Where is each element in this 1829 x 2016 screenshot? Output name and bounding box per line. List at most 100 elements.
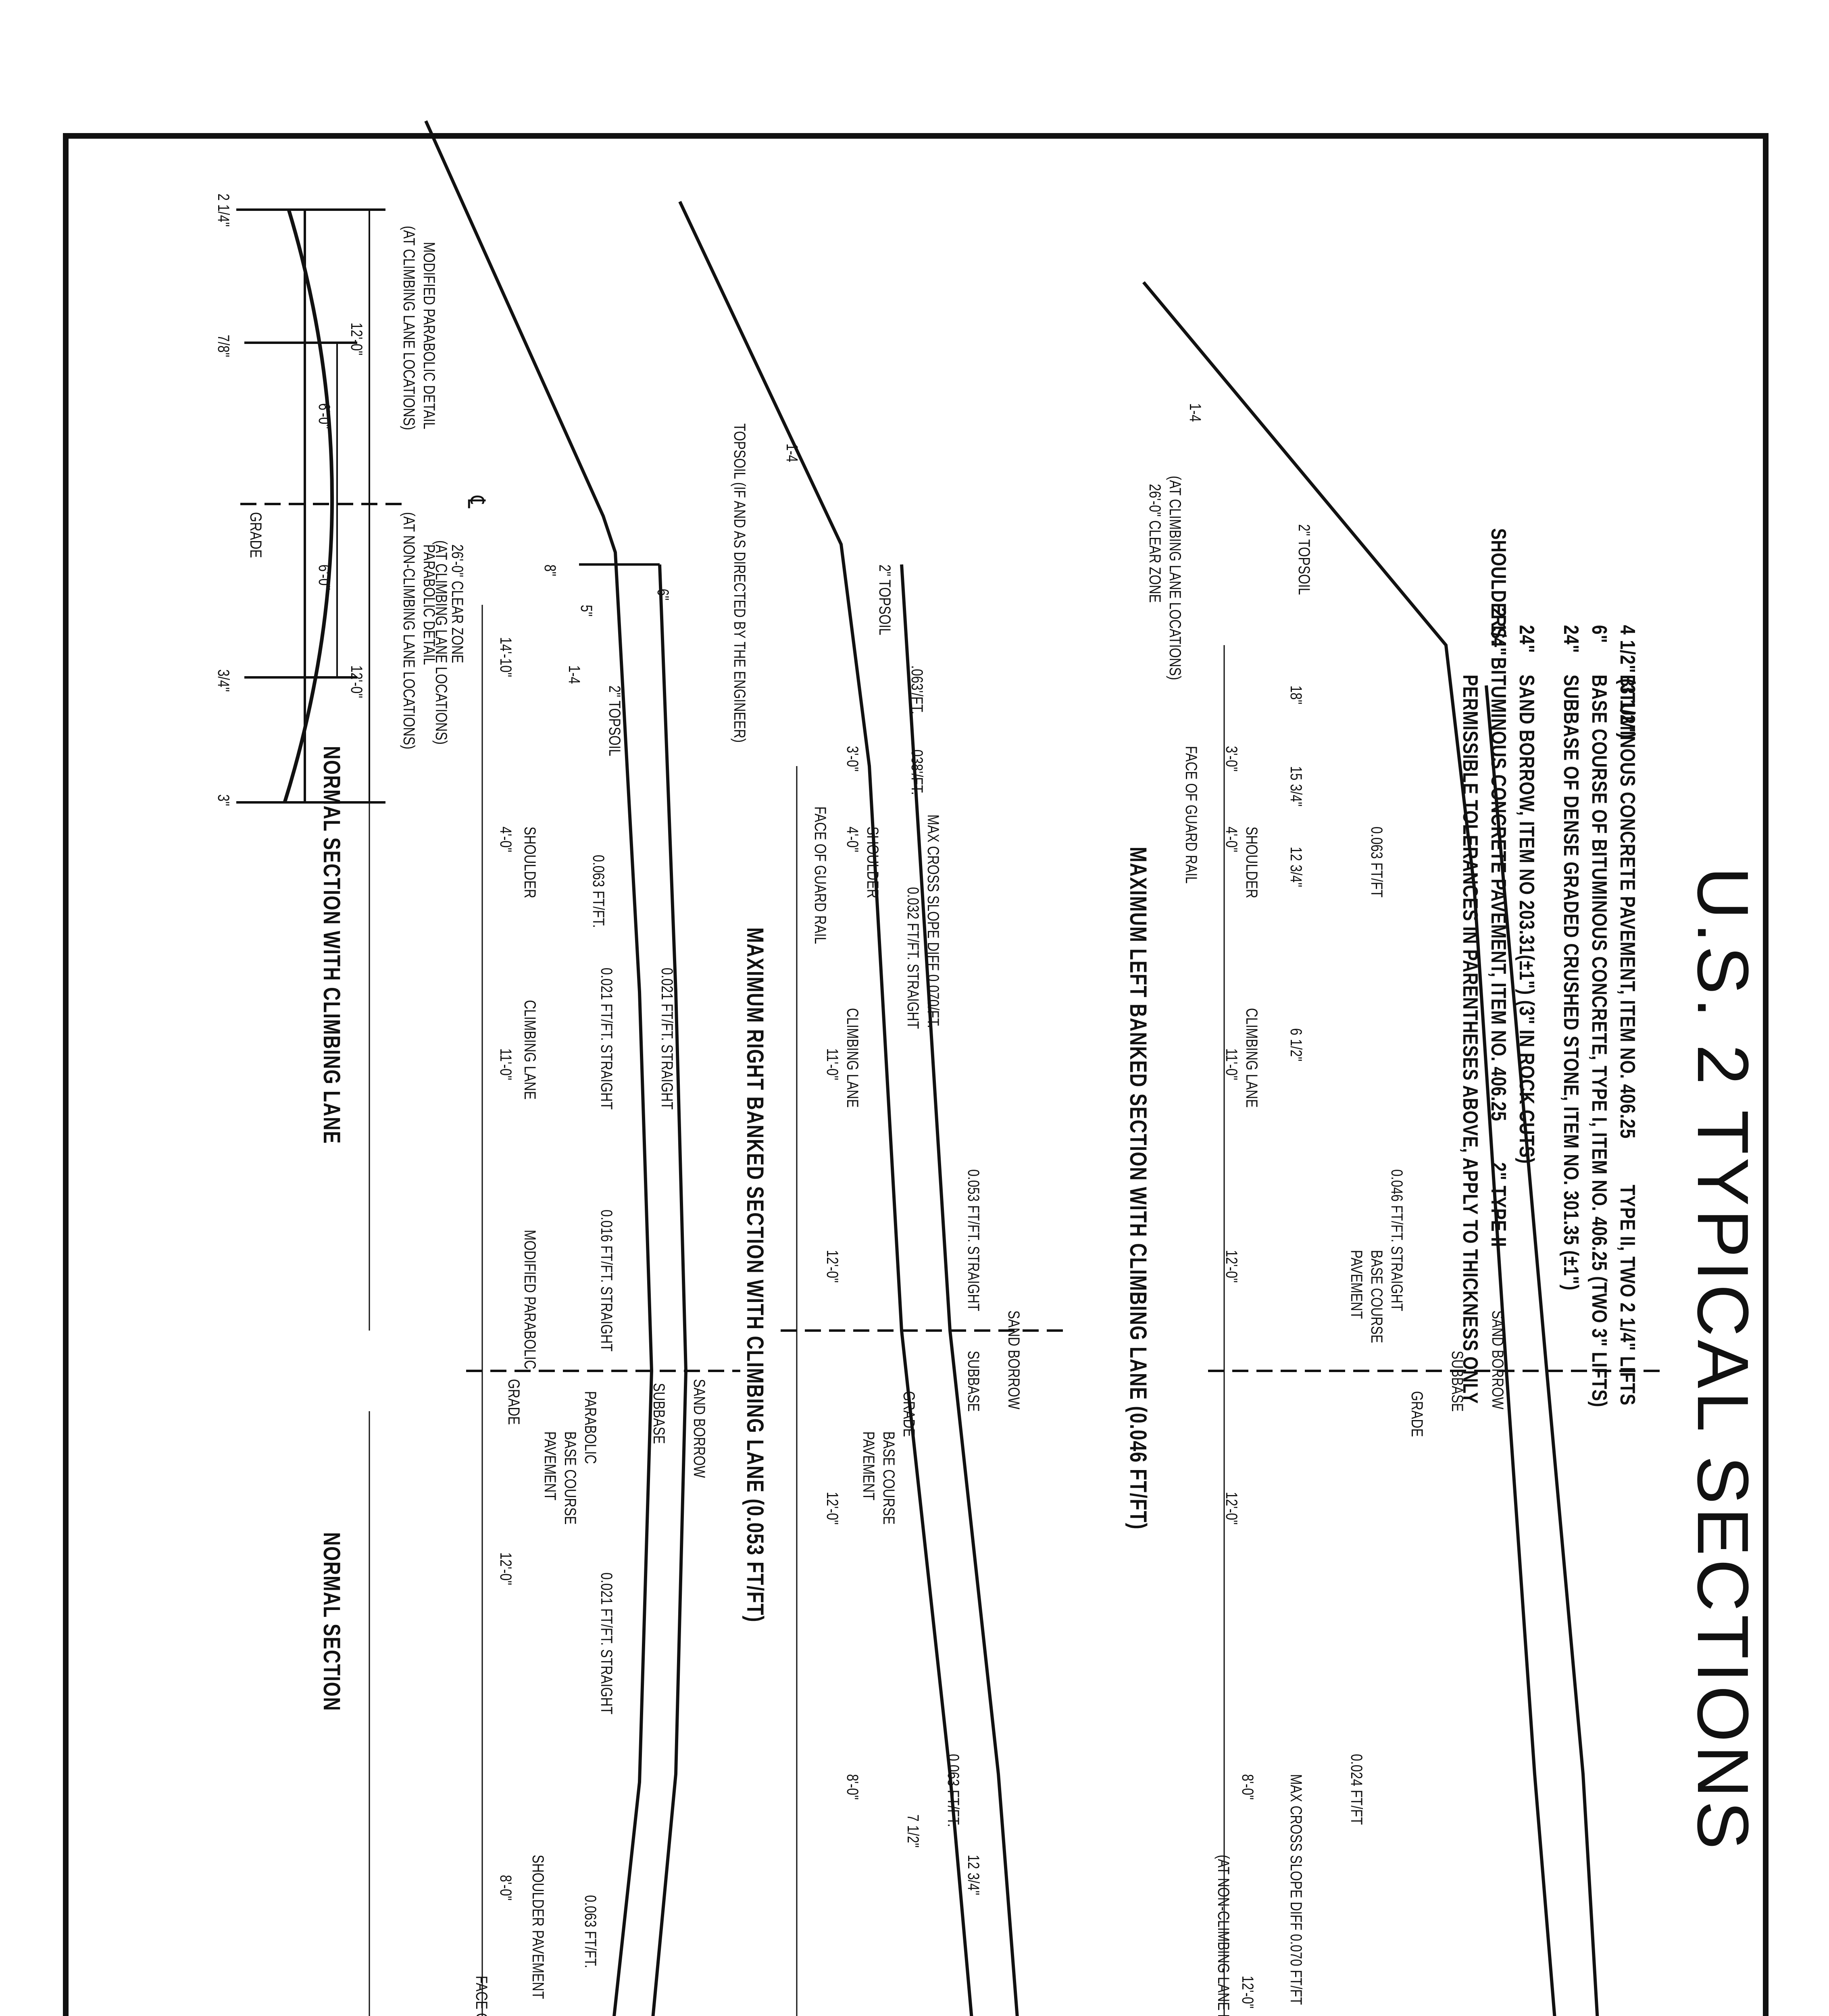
slope-label: .038'/FT. [908, 746, 926, 795]
dim-label: 8'-0" [1239, 1774, 1256, 1800]
base-course-label: BASE COURSE [1368, 1250, 1385, 1343]
dim-label: 11'-0" [1223, 1048, 1240, 1081]
section-title: MAXIMUM LEFT BANKED SECTION WITH CLIMBIN… [1125, 847, 1151, 1530]
dim-label: 3'-0" [844, 746, 861, 772]
slope-ratio: 1-4 [565, 665, 583, 684]
grade-label: GRADE [505, 1379, 523, 1425]
dim-label: 14'-10" [497, 637, 515, 677]
clear-zone-note: (AT CLIMBING LANE LOCATIONS) [1166, 476, 1184, 680]
dim-label: 8'-0" [497, 1875, 515, 1901]
thickness-label: 5" [577, 605, 595, 617]
section-max-left-banked [1142, 281, 1668, 2016]
thickness-label: 6 1/2" [1287, 1028, 1305, 1062]
grade-label: GRADE [900, 1391, 918, 1437]
section-title: NORMAL SECTION WITH CLIMBING LANE [319, 746, 345, 1144]
thickness-label: 8" [541, 564, 559, 577]
dim-label: 12'-0" [1239, 1976, 1256, 2009]
slope-ratio: 1-4 [1186, 403, 1204, 422]
slope-label: 0.063 FT/FT. [581, 1895, 599, 1968]
subbase-label: SUBBASE [1448, 1351, 1466, 1412]
dim-label: 11'-0" [823, 1048, 841, 1081]
topsoil-label: 2" TOPSOIL [876, 564, 894, 635]
slope-label: 0.021 FT/FT. STRAIGHT [598, 968, 615, 1110]
base-course-label: BASE COURSE [880, 1431, 898, 1525]
dim-label: 11'-0" [497, 1048, 515, 1081]
parabolic-detail [232, 208, 402, 804]
slope-label: 0.032 FT/FT. STRAIGHT [904, 887, 922, 1029]
parabolic-label: PARABOLIC [581, 1391, 599, 1464]
dim-label: 3'-0" [1223, 746, 1240, 772]
slope-label: 0.021 FT/FT. STRAIGHT [658, 968, 676, 1110]
thickness-label: 18" [1287, 685, 1305, 704]
lane-label: CLIMBING LANE [1243, 1008, 1260, 1108]
subbase-label: SUBBASE [650, 1383, 668, 1444]
dim-label: 12 3/4" [964, 1855, 982, 1895]
slope-ratio: 1-4 [783, 444, 801, 462]
lane-label: CLIMBING LANE [521, 1000, 539, 1100]
slope-label: .063'/FT. [908, 665, 926, 714]
thickness-label: 12 3/4" [1287, 847, 1305, 887]
centerline-icon: ℄ [463, 496, 490, 508]
dim-label: 12'-0" [1223, 1492, 1240, 1525]
clear-zone-note: (AT CLIMBING LANE LOCATIONS) [432, 540, 450, 745]
section-normal-climbing [295, 120, 740, 2016]
thickness-label: 15 3/4" [1287, 766, 1305, 807]
parabolic-left-sub: (AT CLIMBING LANE LOCATIONS) [400, 226, 418, 430]
dim-label: 12'-0" [497, 1552, 515, 1585]
dim-label: 12'-0" [1223, 1250, 1240, 1283]
parabolic-right-sub: (AT NON-CLIMBING LANE LOCATIONS) [400, 512, 418, 750]
pavement-label: PAVEMENT [541, 1431, 559, 1501]
sand-borrow-label: SAND BORROW [1005, 1310, 1023, 1410]
max-cross-slope-label: MAX CROSS SLOPE DIFF 0.070 FT/FT [1287, 1774, 1305, 2005]
subbase-label: SUBBASE [964, 1351, 982, 1412]
slope-label: 0.063 FT/FT. [590, 855, 607, 928]
section-max-right-banked [678, 201, 1326, 2016]
offset-label: 3" [215, 794, 232, 806]
pavement-label: PAVEMENT [1348, 1250, 1365, 1319]
sand-borrow-label: SAND BORROW [1489, 1310, 1506, 1410]
shoulder-label: SHOULDER [864, 827, 881, 898]
sand-borrow-label: SAND BORROW [690, 1379, 708, 1478]
topsoil-note: TOPSOIL (IF AND AS DIRECTED BY THE ENGIN… [731, 423, 748, 743]
topsoil-label: 2" TOPSOIL [1295, 524, 1313, 595]
slope-label: 0.063 FT/FT [1368, 827, 1385, 898]
clear-zone-label: 26'-0" CLEAR ZONE [1146, 484, 1164, 603]
guard-rail-label: FACE OF GUARD RAIL [472, 1976, 490, 2016]
slope-label: 0.053 FT/FT. STRAIGHT [964, 1169, 982, 1312]
dim-label: 4'-0" [1223, 827, 1240, 852]
offset-label: 7/8" [215, 335, 232, 357]
offset-label: 3/4" [215, 669, 232, 692]
shoulder-label: SHOULDER [1243, 827, 1260, 898]
slope-label: 0.046 FT/FT. STRAIGHT [1388, 1169, 1406, 1312]
dim-label: 12'-0" [823, 1250, 841, 1283]
dim-label: 4'-0" [844, 827, 861, 852]
base-course-label: BASE COURSE [561, 1431, 579, 1525]
modified-parabolic-label: MODIFIED PARABOLIC [521, 1230, 539, 1370]
max-cross-slope-label: MAX CROSS SLOPE DIFF 0.070/FT. [924, 814, 942, 1028]
slope-label: 0.024 FT/FT [1348, 1754, 1365, 1825]
guard-rail-label: FACE OF GUARD RAIL [811, 806, 829, 944]
clear-zone-note: (AT NON-CLIMBING LANE LOCATIONS) [1214, 1855, 1232, 2016]
guard-rail-label: FACE OF GUARD RAIL [1182, 746, 1200, 884]
dim-label: 4'-0" [497, 827, 515, 852]
pavement-label: PAVEMENT [860, 1431, 877, 1501]
shoulder-label: SHOULDER [521, 827, 539, 898]
dim-label: 8'-0" [844, 1774, 861, 1800]
section-title: MAXIMUM RIGHT BANKED SECTION WITH CLIMBI… [742, 927, 768, 1623]
slope-label: 0.016 FT/FT. STRAIGHT [598, 1210, 615, 1352]
parabolic-left-title: MODIFIED PARABOLIC DETAIL [420, 242, 438, 429]
clear-zone-label: 26'-0" CLEAR ZONE [448, 544, 466, 663]
topsoil-label: 2" TOPSOIL [606, 685, 623, 756]
section-title: NORMAL SECTION [319, 1532, 345, 1712]
dim-label: 12'-0" [348, 665, 365, 698]
slope-label: 0.063 FT/FT. [944, 1754, 962, 1827]
thickness-label: 6" [654, 589, 672, 601]
lane-label: CLIMBING LANE [844, 1008, 861, 1108]
dim-label: 12'-0" [348, 323, 365, 356]
shoulder-label: SHOULDER PAVEMENT [529, 1855, 547, 1999]
offset-label: 2 1/4" [215, 194, 232, 227]
grade-label: GRADE [247, 512, 265, 558]
grade-label: GRADE [1408, 1391, 1426, 1437]
